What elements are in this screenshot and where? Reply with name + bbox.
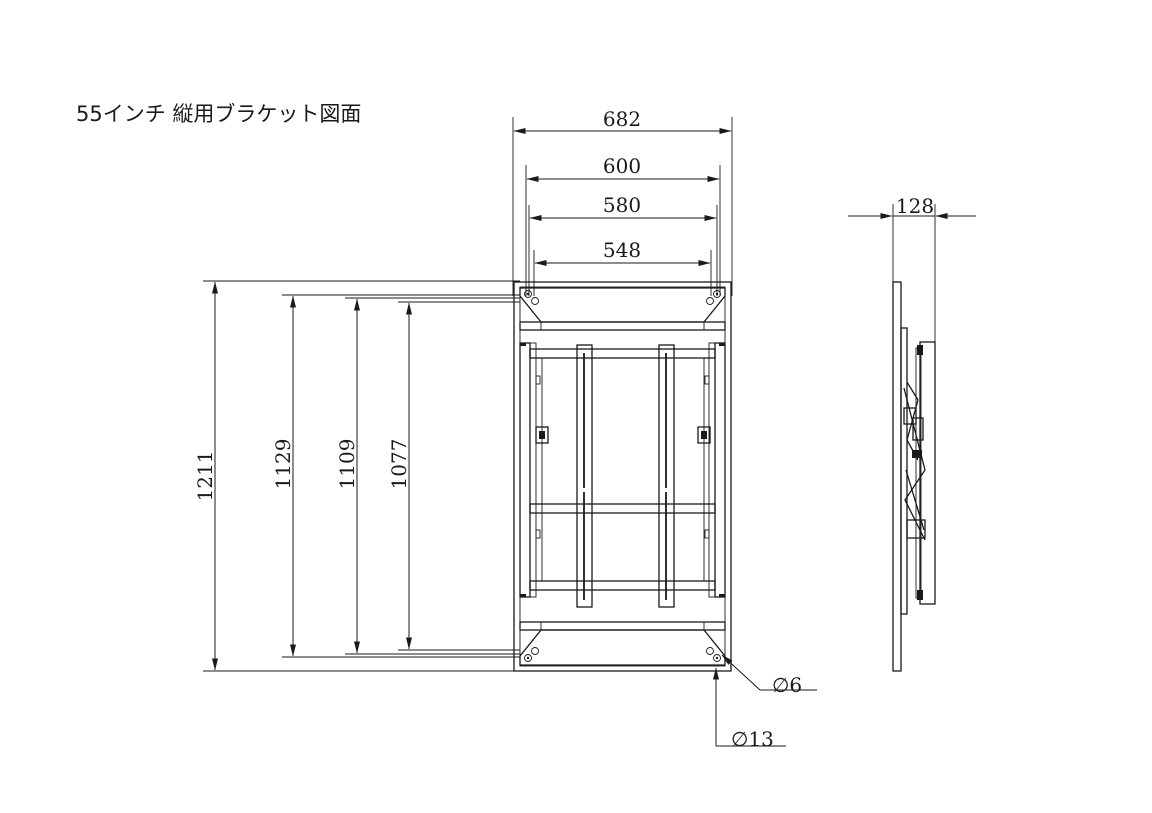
vesa-rail-left [576, 344, 593, 608]
side-mount-plate [919, 341, 936, 605]
dim-label-1109: 1109 [335, 439, 359, 490]
outer-frame [513, 281, 732, 672]
top-plate [519, 287, 726, 323]
latch-right [697, 426, 711, 444]
latch-left [535, 426, 549, 444]
dim-label-1129: 1129 [271, 439, 295, 490]
drawing-title: 55インチ 縦用ブラケット図面 [76, 102, 361, 126]
dim-label-580: 580 [603, 193, 641, 217]
side-wall-plate [892, 281, 902, 672]
right-arm [714, 342, 726, 598]
dim-label-1077: 1077 [387, 439, 411, 490]
dim-label-600: 600 [603, 154, 641, 178]
vesa-rail-right [658, 344, 675, 608]
front-view [513, 281, 732, 672]
dim-label-682: 682 [603, 107, 641, 131]
dim-label-548: 548 [603, 238, 641, 262]
left-arm [519, 342, 531, 598]
corner-holes [524, 290, 721, 662]
callout-hole-6: ∅6 [772, 673, 802, 697]
hole-callouts: ∅6 ∅13 [713, 654, 817, 751]
callout-hole-13: ∅13 [731, 727, 774, 751]
width-dimensions: 682 600 580 548 [512, 107, 733, 296]
bottom-plate [519, 629, 726, 666]
leader-hole-6 [721, 654, 761, 691]
dim-label-1211: 1211 [193, 451, 217, 502]
side-view: 128 [848, 194, 976, 672]
height-dimensions: 1211 1129 1109 1077 [193, 280, 520, 672]
dim-label-128: 128 [896, 194, 934, 218]
